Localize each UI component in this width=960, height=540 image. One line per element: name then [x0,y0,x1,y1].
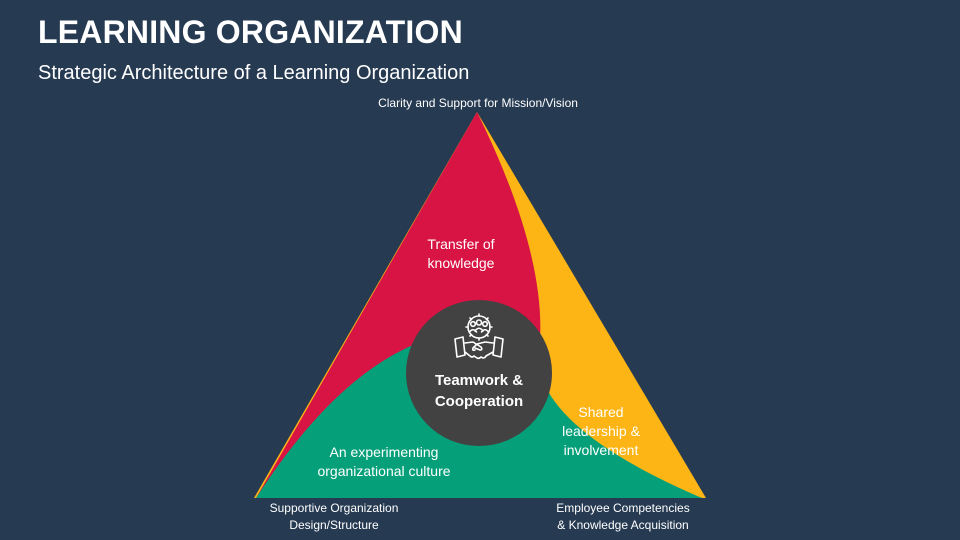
teamwork-handshake-icon [454,313,504,360]
page-title: LEARNING ORGANIZATION [38,14,463,50]
bottom-left-line2: Design/Structure [289,518,379,532]
culture-label-line2: organizational culture [317,463,451,479]
transfer-knowledge-label: Transfer of knowledge [400,235,522,273]
center-label-line2: Cooperation [434,393,524,410]
shared-leadership-label: Shared leadership & involvement [548,403,654,460]
transfer-label-line2: knowledge [427,255,495,271]
shared-label-line1: Shared [578,404,624,420]
bottom-right-line1: Employee Competencies [556,501,690,515]
corner-label-bottom-left: Supportive Organization Design/Structure [246,500,422,534]
page-subtitle: Strategic Architecture of a Learning Org… [38,62,470,84]
center-label: Teamwork & Cooperation [406,370,552,412]
corner-label-top: Clarity and Support for Mission/Vision [378,96,578,110]
bottom-right-line2: & Knowledge Acquisition [557,518,689,532]
bottom-left-line1: Supportive Organization [269,501,399,515]
shared-label-line3: involvement [563,442,639,458]
culture-label-line1: An experimenting [329,444,439,460]
corner-label-bottom-right: Employee Competencies & Knowledge Acquis… [538,500,708,534]
center-label-line1: Teamwork & [434,372,524,389]
experimenting-culture-label: An experimenting organizational culture [300,443,468,481]
transfer-label-line1: Transfer of [427,236,495,252]
transfer-knowledge-region [256,112,541,498]
shared-label-line2: leadership & [562,423,640,439]
